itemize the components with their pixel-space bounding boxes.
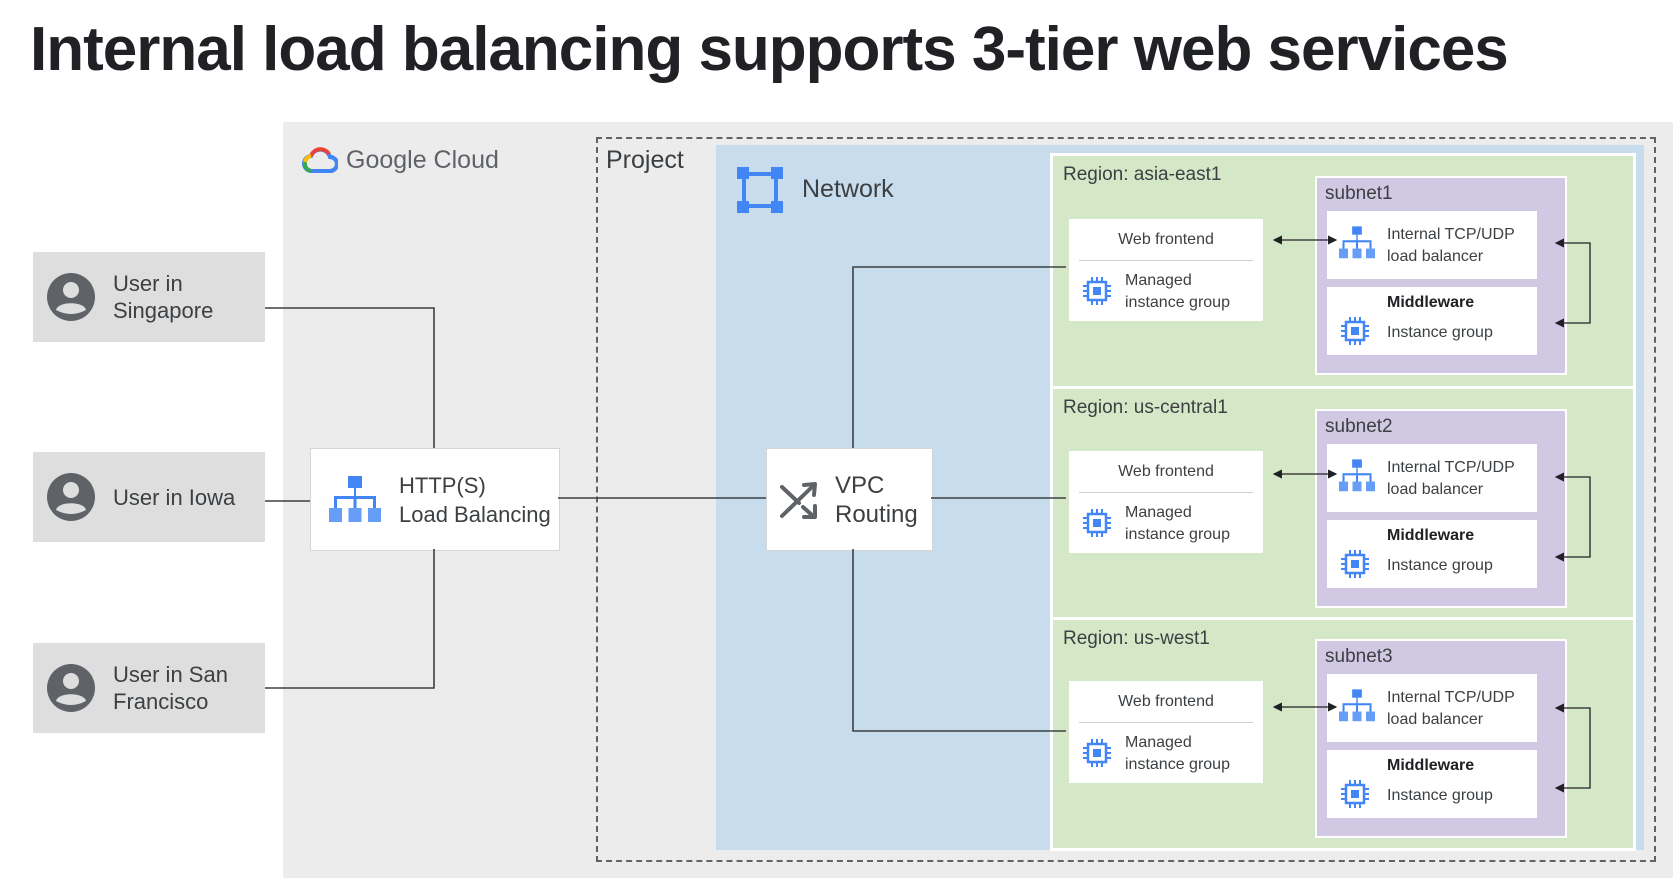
middleware-subtitle: Instance group (1387, 324, 1493, 341)
middleware-card: Middleware Instance group (1327, 520, 1537, 588)
web-frontend-subtitle: Managed instance group (1125, 732, 1230, 776)
compute-chip-icon (1341, 780, 1369, 808)
http-lb-line1: HTTP(S) (399, 472, 486, 498)
divider (1079, 722, 1253, 723)
region-us-west1: Region: us-west1 Web frontend Managed in… (1050, 617, 1636, 851)
network-icon (737, 167, 783, 213)
slide-title: Internal load balancing supports 3-tier … (30, 15, 1509, 84)
person-icon (47, 473, 95, 521)
http-lb-line2: Load Balancing (399, 501, 551, 527)
web-frontend-subtitle: Managed instance group (1125, 270, 1230, 314)
ilb-line1: Internal TCP/UDP (1387, 226, 1515, 243)
network-label: Network (802, 175, 894, 203)
google-cloud-logo-icon (302, 147, 338, 173)
load-balancer-icon (1339, 226, 1375, 259)
wf-line2: instance group (1125, 294, 1230, 311)
ilb-line2: load balancer (1387, 248, 1484, 265)
wf-line1: Managed (1125, 272, 1192, 289)
region-us-central1: Region: us-central1 Web frontend Managed… (1050, 386, 1636, 620)
compute-chip-icon (1341, 317, 1369, 345)
vpc-line2: Routing (835, 500, 918, 528)
user-singapore: User in Singapore (33, 252, 265, 342)
region-asia-east1: Region: asia-east1 Web frontend Managed … (1050, 153, 1636, 389)
web-frontend-title: Web frontend (1118, 463, 1214, 480)
vpc-routing-node: VPC Routing (766, 448, 933, 551)
load-balancer-icon (1339, 689, 1375, 722)
region-label: Region: us-central1 (1063, 397, 1228, 418)
person-icon (47, 273, 95, 321)
compute-chip-icon (1083, 509, 1111, 537)
user-label: User in Iowa (113, 484, 236, 510)
internal-lb-card: Internal TCP/UDP load balancer (1327, 674, 1537, 742)
subnet-box: subnet2 Internal TCP/UDP load balancer M… (1315, 409, 1567, 608)
user-label: User in San Francisco (113, 662, 228, 714)
wf-line2: instance group (1125, 526, 1230, 543)
region-label: Region: asia-east1 (1063, 164, 1222, 185)
project-boundary (596, 137, 1656, 862)
divider (1079, 492, 1253, 493)
web-frontend-subtitle: Managed instance group (1125, 502, 1230, 546)
web-frontend-card: Web frontend Managed instance group (1069, 219, 1263, 321)
middleware-subtitle: Instance group (1387, 557, 1493, 574)
middleware-title: Middleware (1387, 757, 1475, 774)
wf-line1: Managed (1125, 734, 1192, 751)
region-label: Region: us-west1 (1063, 628, 1210, 649)
ilb-line2: load balancer (1387, 711, 1484, 728)
web-frontend-card: Web frontend Managed instance group (1069, 681, 1263, 783)
ilb-line2: load balancer (1387, 481, 1484, 498)
load-balancer-icon (1339, 459, 1375, 492)
user-san-francisco: User in San Francisco (33, 643, 265, 733)
middleware-title: Middleware (1387, 527, 1475, 544)
vpc-line1: VPC (835, 471, 885, 499)
http-load-balancing-node: HTTP(S) Load Balancing (310, 448, 560, 551)
ilb-line1: Internal TCP/UDP (1387, 689, 1515, 706)
ilb-line1: Internal TCP/UDP (1387, 459, 1515, 476)
internal-lb-card: Internal TCP/UDP load balancer (1327, 444, 1537, 512)
subnet-box: subnet3 Internal TCP/UDP load balancer M… (1315, 639, 1567, 838)
web-frontend-title: Web frontend (1118, 231, 1214, 248)
user-label: User in Singapore (113, 271, 214, 323)
subnet-label: subnet1 (1325, 183, 1393, 204)
internal-lb-label: Internal TCP/UDP load balancer (1387, 457, 1515, 501)
internal-lb-card: Internal TCP/UDP load balancer (1327, 211, 1537, 279)
middleware-card: Middleware Instance group (1327, 750, 1537, 818)
wf-line2: instance group (1125, 756, 1230, 773)
person-icon (47, 664, 95, 712)
web-frontend-title: Web frontend (1118, 693, 1214, 710)
compute-chip-icon (1083, 739, 1111, 767)
middleware-title: Middleware (1387, 294, 1475, 311)
compute-chip-icon (1341, 550, 1369, 578)
compute-chip-icon (1083, 277, 1111, 305)
subnet-label: subnet2 (1325, 416, 1393, 437)
middleware-card: Middleware Instance group (1327, 287, 1537, 355)
load-balancer-icon (329, 475, 381, 522)
subnet-label: subnet3 (1325, 646, 1393, 667)
divider (1079, 260, 1253, 261)
wf-line1: Managed (1125, 504, 1192, 521)
web-frontend-card: Web frontend Managed instance group (1069, 451, 1263, 553)
google-cloud-logo: Google Cloud (302, 143, 499, 177)
internal-lb-label: Internal TCP/UDP load balancer (1387, 224, 1515, 268)
middleware-subtitle: Instance group (1387, 787, 1493, 804)
user-iowa: User in Iowa (33, 452, 265, 542)
shuffle-icon (780, 481, 817, 519)
subnet-box: subnet1 Internal TCP/UDP load balancer M… (1315, 176, 1567, 375)
google-cloud-label: Google Cloud (346, 145, 499, 174)
project-label: Project (606, 146, 684, 174)
internal-lb-label: Internal TCP/UDP load balancer (1387, 687, 1515, 731)
